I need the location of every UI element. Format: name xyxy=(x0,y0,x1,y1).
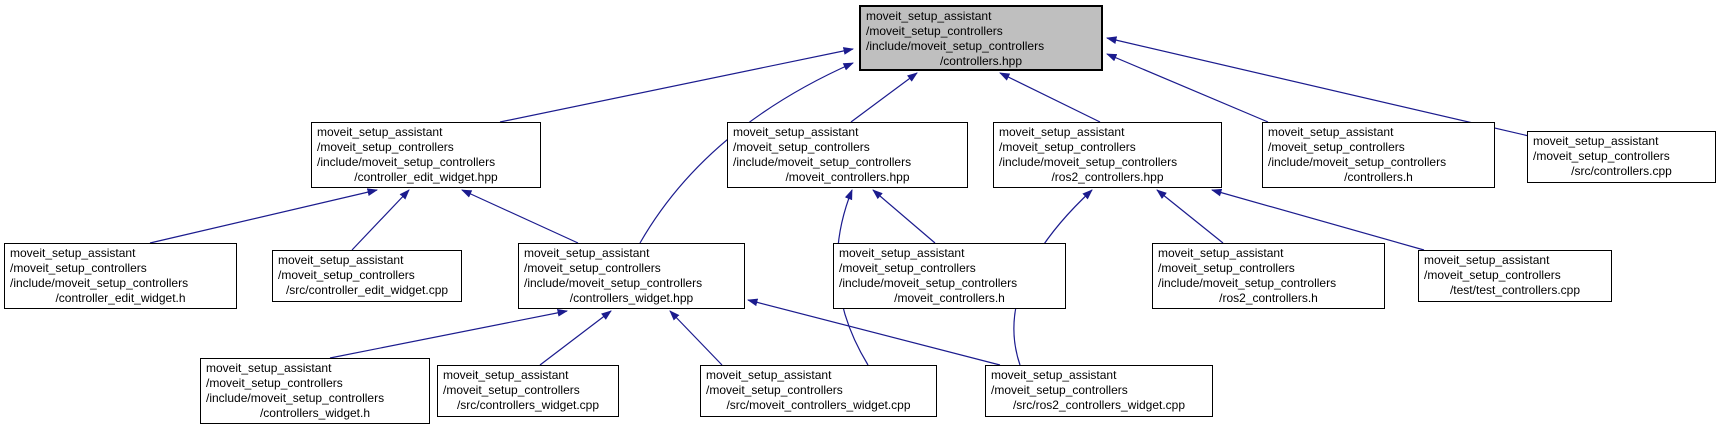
node-path-line: moveit_setup_assistant xyxy=(991,368,1117,382)
graph-node-ros2-controllers-hpp[interactable]: moveit_setup_assistant/moveit_setup_cont… xyxy=(993,122,1222,188)
node-path-line: /ros2_controllers.h xyxy=(1219,291,1318,305)
include-edge-controllers-h-to-controllers-hpp xyxy=(1106,53,1269,123)
node-path-line: /moveit_setup_controllers xyxy=(524,261,661,275)
node-path-line: /moveit_setup_controllers xyxy=(839,261,976,275)
node-path-line: /include/moveit_setup_controllers xyxy=(10,276,189,290)
node-path-line: /moveit_setup_controllers xyxy=(278,268,415,282)
node-path-line: /src/controllers.cpp xyxy=(1571,164,1672,178)
node-path-line: /moveit_controllers.hpp xyxy=(785,170,910,184)
node-path-line: /test/test_controllers.cpp xyxy=(1449,283,1581,297)
include-edge-controller-edit-widget-hpp-to-controllers-hpp xyxy=(499,47,854,123)
node-path-line: /src/moveit_controllers_widget.cpp xyxy=(726,398,911,412)
node-path-line: moveit_setup_assistant xyxy=(278,253,404,267)
node-path-line: moveit_setup_assistant xyxy=(317,125,443,139)
node-path-line: /moveit_setup_controllers xyxy=(991,383,1128,397)
graph-node-controller-edit-widget-hpp[interactable]: moveit_setup_assistant/moveit_setup_cont… xyxy=(311,122,541,188)
node-path-line: /controllers.hpp xyxy=(939,54,1023,68)
include-edge-moveit-controllers-hpp-to-controllers-hpp xyxy=(850,72,918,123)
node-path-line: /controller_edit_widget.h xyxy=(55,291,186,305)
node-path-line: moveit_setup_assistant xyxy=(524,246,650,260)
node-path-line: /moveit_setup_controllers xyxy=(206,376,343,390)
graph-node-moveit-controllers-hpp[interactable]: moveit_setup_assistant/moveit_setup_cont… xyxy=(727,122,968,188)
node-path-line: /moveit_controllers.h xyxy=(894,291,1005,305)
include-edge-controller-edit-widget-cpp-to-controller-edit-widget-hpp xyxy=(351,189,410,251)
graph-node-controllers-widget-cpp[interactable]: moveit_setup_assistant/moveit_setup_cont… xyxy=(437,365,619,417)
node-path-line: /include/moveit_setup_controllers xyxy=(999,155,1178,169)
graph-node-moveit-controllers-widget-cpp[interactable]: moveit_setup_assistant/moveit_setup_cont… xyxy=(700,365,937,417)
include-edge-moveit-controllers-widget-cpp-to-controllers-widget-hpp xyxy=(669,310,723,366)
graph-node-controller-edit-widget-cpp[interactable]: moveit_setup_assistant/moveit_setup_cont… xyxy=(272,250,462,302)
include-edge-controller-edit-widget-h-to-controller-edit-widget-hpp xyxy=(149,188,378,244)
node-path-line: /moveit_setup_controllers xyxy=(1158,261,1295,275)
graph-node-controllers-hpp[interactable]: moveit_setup_assistant/moveit_setup_cont… xyxy=(859,5,1103,71)
node-path-line: /moveit_setup_controllers xyxy=(443,383,580,397)
graph-node-ros2-controllers-widget-cpp[interactable]: moveit_setup_assistant/moveit_setup_cont… xyxy=(985,365,1213,417)
node-path-line: /moveit_setup_controllers xyxy=(706,383,843,397)
graph-node-test-controllers-cpp[interactable]: moveit_setup_assistant/moveit_setup_cont… xyxy=(1418,250,1612,302)
node-path-line: moveit_setup_assistant xyxy=(1533,134,1659,148)
node-path-line: /moveit_setup_controllers xyxy=(866,24,1003,38)
graph-node-moveit-controllers-h[interactable]: moveit_setup_assistant/moveit_setup_cont… xyxy=(833,243,1066,309)
node-path-line: /include/moveit_setup_controllers xyxy=(839,276,1018,290)
node-path-line: /moveit_setup_controllers xyxy=(999,140,1136,154)
include-edge-ros2-controllers-widget-cpp-to-controllers-widget-hpp xyxy=(747,298,1001,366)
include-edge-ros2-controllers-hpp-to-controllers-hpp xyxy=(999,72,1101,123)
include-edge-ros2-controllers-h-to-ros2-controllers-hpp xyxy=(1156,189,1224,244)
include-edge-controllers-widget-hpp-to-controllers-hpp xyxy=(639,62,854,244)
node-path-line: moveit_setup_assistant xyxy=(1158,246,1284,260)
graph-node-ros2-controllers-h[interactable]: moveit_setup_assistant/moveit_setup_cont… xyxy=(1152,243,1385,309)
node-path-line: /moveit_setup_controllers xyxy=(1268,140,1405,154)
include-edge-controllers-widget-hpp-to-controller-edit-widget-hpp xyxy=(461,189,579,244)
node-path-line: /src/ros2_controllers_widget.cpp xyxy=(1012,398,1186,412)
include-edge-controllers-cpp-to-controllers-hpp xyxy=(1106,36,1530,137)
node-path-line: /controllers_widget.hpp xyxy=(569,291,694,305)
include-edge-controllers-widget-cpp-to-controllers-widget-hpp xyxy=(539,310,612,366)
node-path-line: /include/moveit_setup_controllers xyxy=(1158,276,1337,290)
node-path-line: /include/moveit_setup_controllers xyxy=(317,155,496,169)
node-path-line: /moveit_setup_controllers xyxy=(1424,268,1561,282)
node-path-line: /include/moveit_setup_controllers xyxy=(524,276,703,290)
node-path-line: /include/moveit_setup_controllers xyxy=(206,391,385,405)
graph-node-controllers-cpp[interactable]: moveit_setup_assistant/moveit_setup_cont… xyxy=(1527,131,1716,183)
graph-node-controllers-widget-hpp[interactable]: moveit_setup_assistant/moveit_setup_cont… xyxy=(518,243,745,309)
include-edge-controllers-widget-h-to-controllers-widget-hpp xyxy=(329,309,568,359)
node-path-line: /moveit_setup_controllers xyxy=(1533,149,1670,163)
node-path-line: moveit_setup_assistant xyxy=(999,125,1125,139)
node-path-line: moveit_setup_assistant xyxy=(1424,253,1550,267)
node-path-line: moveit_setup_assistant xyxy=(706,368,832,382)
node-path-line: /moveit_setup_controllers xyxy=(733,140,870,154)
node-path-line: moveit_setup_assistant xyxy=(206,361,332,375)
graph-node-controllers-widget-h[interactable]: moveit_setup_assistant/moveit_setup_cont… xyxy=(200,358,430,424)
node-path-line: /src/controllers_widget.cpp xyxy=(456,398,600,412)
node-path-line: /moveit_setup_controllers xyxy=(317,140,454,154)
node-path-line: moveit_setup_assistant xyxy=(839,246,965,260)
graph-node-controllers-h[interactable]: moveit_setup_assistant/moveit_setup_cont… xyxy=(1262,122,1495,188)
node-path-line: /src/controller_edit_widget.cpp xyxy=(285,283,449,297)
graph-node-controller-edit-widget-h[interactable]: moveit_setup_assistant/moveit_setup_cont… xyxy=(4,243,237,309)
include-edge-moveit-controllers-h-to-moveit-controllers-hpp xyxy=(872,189,936,244)
node-path-line: moveit_setup_assistant xyxy=(443,368,569,382)
node-path-line: moveit_setup_assistant xyxy=(1268,125,1394,139)
node-path-line: /ros2_controllers.hpp xyxy=(1051,170,1164,184)
node-path-line: /controller_edit_widget.hpp xyxy=(354,170,498,184)
node-path-line: /controllers_widget.h xyxy=(259,406,371,420)
node-path-line: /include/moveit_setup_controllers xyxy=(866,39,1045,53)
node-path-line: /controllers.h xyxy=(1344,170,1413,184)
node-path-line: /include/moveit_setup_controllers xyxy=(1268,155,1447,169)
node-path-line: moveit_setup_assistant xyxy=(10,246,136,260)
node-path-line: moveit_setup_assistant xyxy=(866,9,992,23)
node-path-line: /moveit_setup_controllers xyxy=(10,261,147,275)
node-path-line: /include/moveit_setup_controllers xyxy=(733,155,912,169)
node-path-line: moveit_setup_assistant xyxy=(733,125,859,139)
include-edge-test-controllers-cpp-to-ros2-controllers-hpp xyxy=(1211,188,1425,251)
